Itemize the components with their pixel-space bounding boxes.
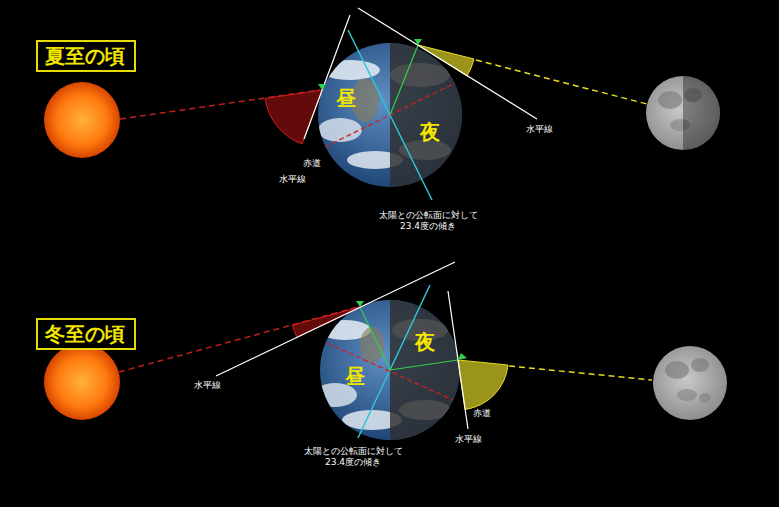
sun-altitude-wedge: [265, 90, 322, 144]
horizon-line: [358, 8, 537, 119]
axis-tilt-note: 太陽との公転面に対して 23.4度の傾き: [375, 210, 481, 232]
moon-ray: [509, 366, 652, 380]
moon-summer: [646, 70, 728, 160]
horizon-label: 水平線: [278, 174, 307, 185]
zenith-line: [390, 45, 418, 115]
earth-axis: [348, 30, 432, 200]
horizon-line: [448, 291, 468, 429]
sun: [44, 344, 120, 420]
season-title-box: 冬至の頃: [36, 318, 136, 350]
moon: [653, 346, 727, 420]
night-label: 夜: [420, 120, 440, 144]
sun-winter: [44, 344, 120, 420]
season-title: 冬至の頃: [45, 322, 127, 346]
observer-mark: [356, 301, 364, 307]
horizon-line: [304, 15, 350, 139]
moon-altitude-wedge: [458, 360, 508, 410]
equator-label: 赤道: [472, 408, 492, 419]
zenith-line: [390, 360, 458, 370]
day-label: 昼: [336, 86, 356, 110]
observer-mark: [318, 84, 326, 90]
horizon-label: 水平線: [525, 124, 554, 135]
moon-ray: [476, 60, 647, 104]
season-title: 夏至の頃: [45, 44, 127, 68]
night-side: [390, 295, 470, 445]
equator-label: 赤道: [302, 158, 322, 169]
day-label: 昼: [345, 364, 365, 388]
earth-axis: [358, 285, 430, 438]
horizon-label: 水平線: [454, 434, 483, 445]
sun-summer: [44, 82, 120, 158]
night-label: 夜: [415, 330, 435, 354]
season-title-box: 夏至の頃: [36, 40, 136, 72]
sun: [44, 82, 120, 158]
observer-mark: [414, 39, 422, 45]
moon-altitude-wedge: [418, 45, 474, 76]
observer-mark: [458, 353, 467, 360]
horizon-line: [216, 262, 455, 376]
zenith-line: [360, 307, 390, 370]
axis-tilt-note: 太陽との公転面に対して 23.4度の傾き: [300, 446, 406, 468]
horizon-label: 水平線: [193, 380, 222, 391]
moon-winter: [653, 346, 727, 420]
